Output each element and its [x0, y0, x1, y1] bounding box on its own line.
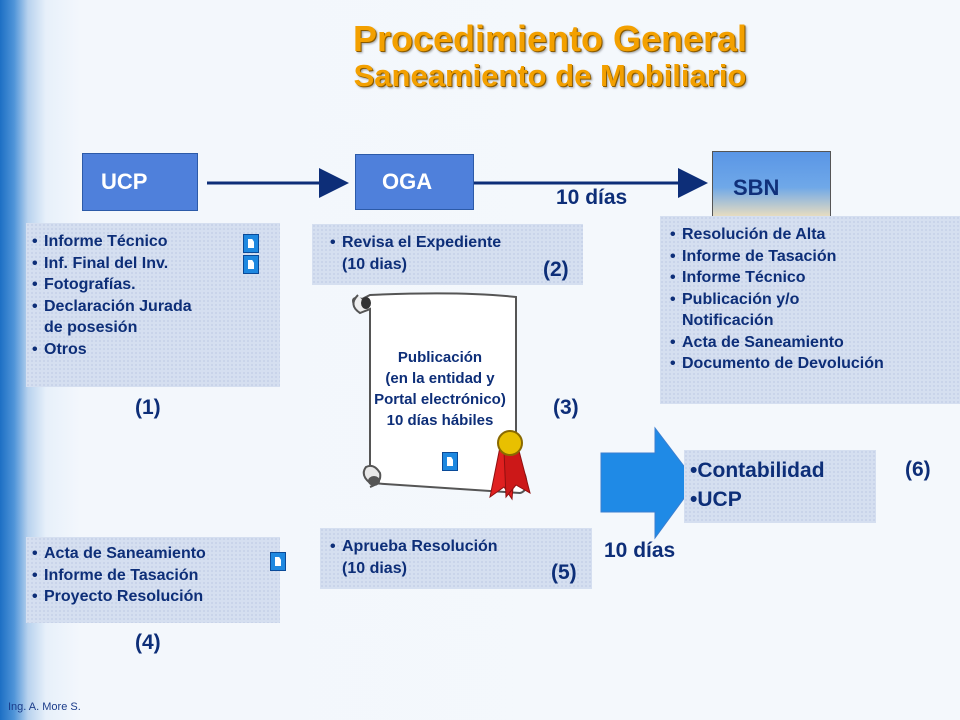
- step1-number: (1): [135, 396, 161, 419]
- step3-number: (3): [553, 396, 579, 419]
- step1-list: Informe Técnico Inf. Final del Inv. Foto…: [32, 231, 280, 360]
- document-icon: [243, 234, 259, 253]
- list-item: Revisa el Expediente(10 dias): [330, 232, 583, 275]
- step4-panel: Acta de Saneamiento Informe de Tasación …: [26, 537, 280, 623]
- ucp-box: UCP: [82, 153, 198, 211]
- list-item: Informe de Tasación: [670, 246, 960, 268]
- list-item: Proyecto Resolución: [32, 586, 280, 608]
- list-item: Acta de Saneamiento: [32, 543, 280, 565]
- oga-label: OGA: [382, 169, 433, 194]
- list-item: Fotografías.: [32, 274, 280, 296]
- step5-number: (5): [551, 561, 577, 584]
- scroll-illustration: [352, 292, 531, 501]
- list-item: Informe Técnico: [32, 231, 280, 253]
- flow-days-2: 10 días: [604, 539, 676, 562]
- oga-box: OGA: [355, 154, 474, 210]
- sbn-label: SBN: [733, 175, 780, 200]
- list-item: Otros: [32, 339, 280, 361]
- list-item: Resolución de Alta: [670, 224, 960, 246]
- footer-credit: Ing. A. More S.: [8, 701, 81, 713]
- document-icon: [243, 255, 259, 274]
- list-item: •Contabilidad: [690, 459, 825, 482]
- block-arrow: [600, 426, 697, 540]
- step3-text: Publicación (en la entidad y Portal elec…: [374, 349, 506, 429]
- step5-panel: Aprueba Resolución(10 dias): [320, 528, 592, 589]
- step2-number: (2): [543, 258, 569, 281]
- flow-days-1: 10 días: [556, 186, 628, 209]
- list-item: Aprueba Resolución(10 dias): [330, 536, 592, 579]
- step6-panel: •Contabilidad •UCP: [684, 450, 876, 523]
- document-icon: [442, 452, 458, 471]
- list-item: Informe Técnico: [670, 267, 960, 289]
- list-item: Documento de Devolución: [670, 353, 960, 375]
- step6-number: (6): [905, 458, 931, 481]
- page-title: Procedimiento General: [352, 18, 748, 59]
- step4-number: (4): [135, 631, 161, 654]
- step1-panel: Informe Técnico Inf. Final del Inv. Foto…: [26, 223, 280, 387]
- list-item: •UCP: [690, 488, 742, 511]
- list-item: Informe de Tasación: [32, 565, 280, 587]
- list-item: Inf. Final del Inv.: [32, 253, 280, 275]
- sbn-panel: Resolución de Alta Informe de Tasación I…: [660, 216, 960, 404]
- list-item: Acta de Saneamiento: [670, 332, 960, 354]
- ucp-label: UCP: [101, 169, 148, 194]
- page-subtitle: Saneamiento de Mobiliario: [353, 58, 747, 93]
- document-icon: [270, 552, 286, 571]
- step2-panel: Revisa el Expediente(10 dias): [312, 224, 583, 285]
